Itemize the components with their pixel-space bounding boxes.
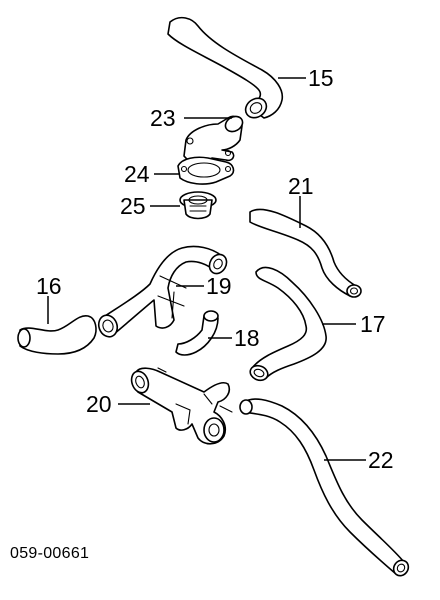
part-22-long-hose (239, 398, 410, 577)
part-19-water-pipe (97, 245, 228, 338)
callout-18: 18 (234, 325, 260, 351)
figure-code: 059-00661 (10, 545, 90, 562)
callout-22: 22 (368, 447, 394, 473)
part-16-hose (17, 315, 97, 355)
part-17-lower-hose (249, 266, 327, 382)
callout-15: 15 (308, 65, 334, 91)
part-20-coolant-pipe (130, 367, 233, 445)
part-24-gasket (177, 156, 235, 185)
callout-24: 24 (124, 161, 150, 187)
callout-19: 19 (206, 273, 232, 299)
part-25-thermostat (179, 191, 217, 220)
callout-17: 17 (360, 311, 386, 337)
callout-23: 23 (150, 105, 176, 131)
part-18-small-hose (175, 310, 219, 356)
part-21-bypass-hose (249, 208, 362, 298)
callout-20: 20 (86, 391, 112, 417)
part-15-upper-hose (167, 16, 284, 119)
callout-16: 16 (36, 273, 62, 299)
callout-25: 25 (120, 193, 146, 219)
part-23-thermostat-cover (183, 115, 244, 164)
callout-21: 21 (288, 173, 314, 199)
